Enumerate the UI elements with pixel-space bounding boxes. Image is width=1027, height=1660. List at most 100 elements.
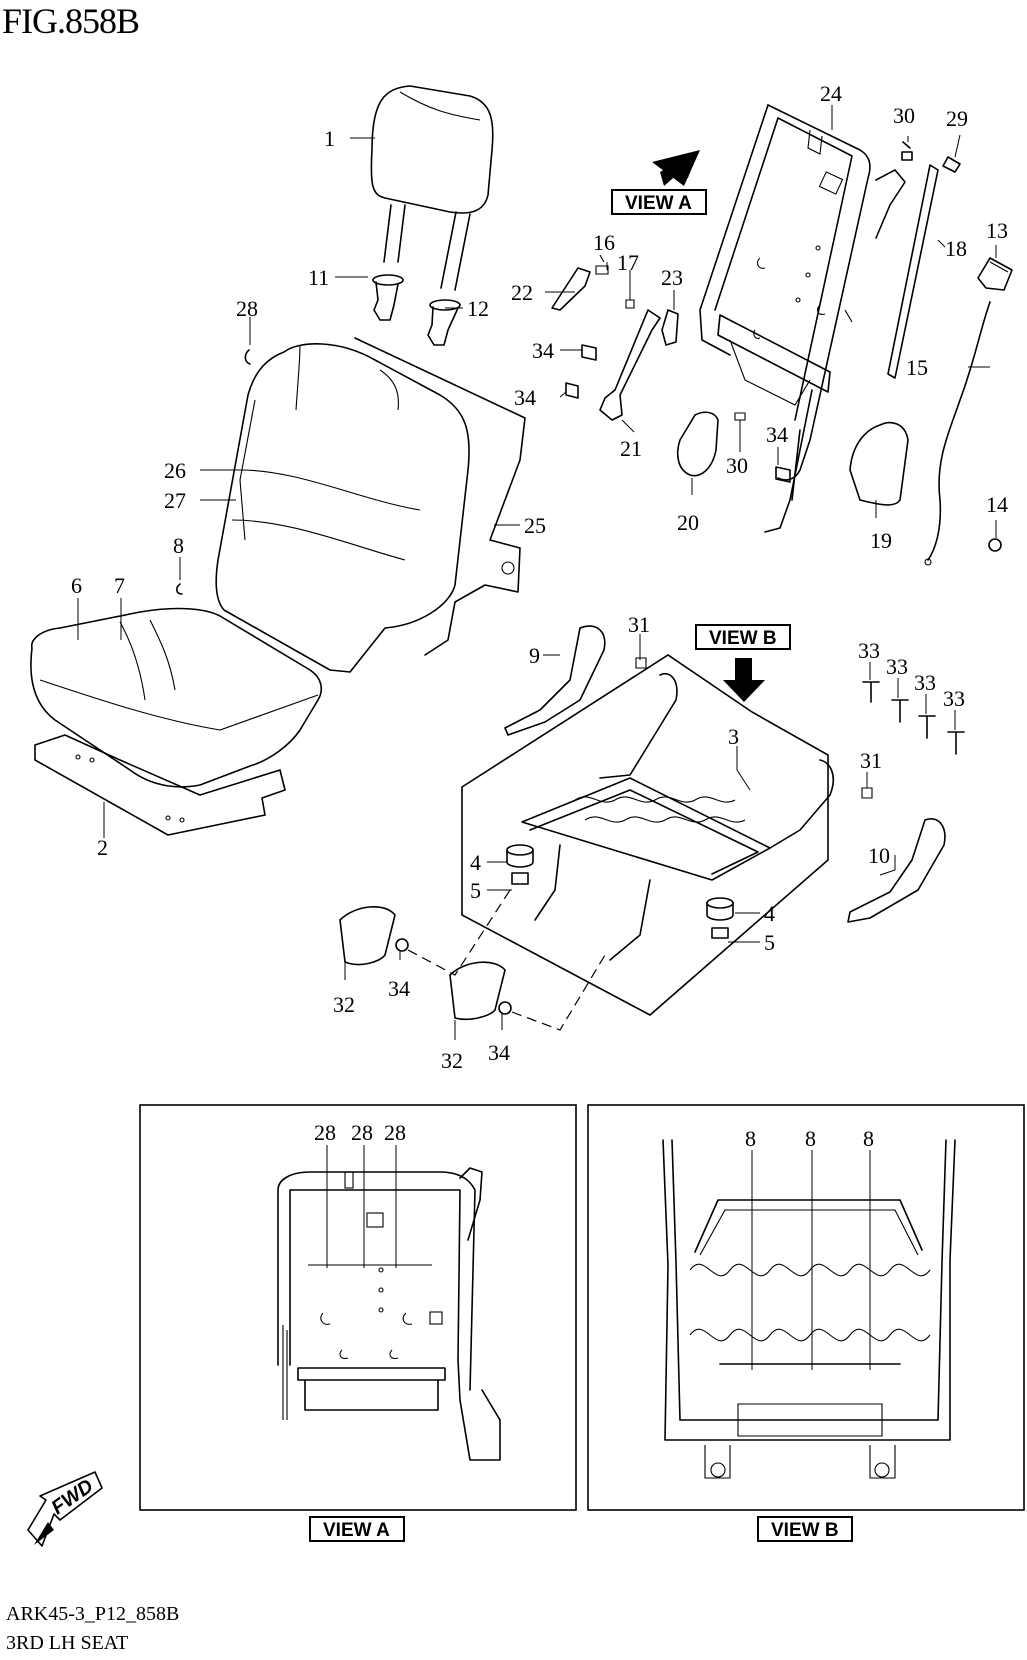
callout-4-b: 4 [764,901,775,926]
callout-3: 3 [728,724,739,749]
view-b-callout-8-a: 8 [745,1126,756,1151]
callout-33-c: 33 [914,670,936,695]
callout-34-c: 34 [532,338,554,363]
view-b-label-bottom: VIEW B [757,1516,853,1542]
view-a-label-bottom-text: VIEW A [323,1520,390,1541]
callout-8: 8 [173,533,184,558]
callout-32-a: 32 [333,992,355,1017]
callout-21: 21 [620,436,642,461]
callout-17: 17 [617,250,639,275]
screws-33 [862,681,965,755]
callout-9: 9 [529,643,540,668]
callout-14: 14 [986,492,1008,517]
callout-24: 24 [820,81,842,106]
leg-cover-32-a [339,905,396,966]
fwd-arrow-icon [27,1471,103,1547]
view-a-arrow-head-icon [652,150,700,186]
dashed-leader-b [511,954,606,1031]
callout-31-b: 31 [860,748,882,773]
bolts-top [901,141,961,173]
callout-11: 11 [308,265,329,290]
callout-leaders [77,105,997,1040]
callout-30-a: 30 [893,103,915,128]
callout-7: 7 [114,573,125,598]
view-b-label-top: VIEW B [695,624,791,650]
seatback-rear-panel [354,337,526,656]
view-b-callout-8-b: 8 [805,1126,816,1151]
view-a-label-top-text: VIEW A [625,193,692,214]
callout-20: 20 [677,510,699,535]
clip-8 [176,583,183,595]
headrest-guides [372,274,461,346]
callout-34-b: 34 [488,1040,510,1065]
seat-cushion [30,607,323,788]
diagram-code: ARK45-3_P12_858B [6,1603,180,1625]
release-cable [924,257,1013,566]
side-cover-10 [847,818,946,923]
callout-27: 27 [164,488,186,513]
view-b-callout-8-c: 8 [863,1126,874,1151]
bolt-34-a [395,938,409,952]
view-a-leaders [326,1145,397,1268]
seatback-frame [699,104,906,533]
callout-5-a: 5 [470,878,481,903]
view-b-arrow-icon [723,658,765,702]
callout-34-e: 34 [766,422,788,447]
view-a-callout-28-b: 28 [351,1120,373,1145]
callout-18: 18 [945,236,967,261]
view-a-callout-28-a: 28 [314,1120,336,1145]
callout-12: 12 [467,296,489,321]
cushion-fasteners [506,657,873,939]
callout-2: 2 [97,835,108,860]
view-b-label-top-text: VIEW B [709,628,777,649]
callout-29: 29 [946,106,968,131]
callout-30-b: 30 [726,453,748,478]
callout-numbers: 1 11 12 28 26 27 25 8 6 7 2 9 31 3 4 5 4… [71,81,1008,1151]
callout-25: 25 [524,513,546,538]
callout-10: 10 [868,843,890,868]
callout-31-a: 31 [628,612,650,637]
view-b-inset [587,1104,1025,1511]
callout-4-a: 4 [470,850,481,875]
view-b-leaders [751,1150,871,1370]
callout-19: 19 [870,528,892,553]
diagram-name: 3RD LH SEAT [6,1632,129,1654]
callout-23: 23 [661,265,683,290]
rod-18 [887,164,939,379]
view-a-callout-28-c: 28 [384,1120,406,1145]
callout-34-d: 34 [514,385,536,410]
callout-32-b: 32 [441,1048,463,1073]
view-a-label-top: VIEW A [611,189,707,215]
view-a-label-bottom: VIEW A [309,1516,405,1542]
headrest [370,85,494,291]
callout-16: 16 [593,230,615,255]
callout-6: 6 [71,573,82,598]
callout-22: 22 [511,280,533,305]
dashed-leader-a [407,889,511,976]
callout-28: 28 [236,296,258,321]
callout-1: 1 [324,126,335,151]
view-b-detail-box [461,654,829,1016]
callout-34-a: 34 [388,976,410,1001]
clip-28 [244,349,251,365]
view-a-inset [139,1104,577,1511]
figure-title: FIG.858B [2,1,140,41]
side-cover-19 [849,421,909,506]
callout-33-d: 33 [943,686,965,711]
view-a-frame-drawing [277,1167,501,1461]
seat-cushion-frame [521,673,835,961]
seat-pan [34,734,286,836]
side-cover-9 [504,625,606,736]
callout-33-a: 33 [858,638,880,663]
callout-33-b: 33 [886,654,908,679]
seatback [215,343,470,673]
callout-15: 15 [906,355,928,380]
leg-cover-32-b [449,961,506,1021]
callout-5-b: 5 [764,930,775,955]
view-b-frame-drawing [662,1139,956,1479]
callout-26: 26 [164,458,186,483]
bolt-34-b [498,1001,512,1015]
view-b-label-bottom-text: VIEW B [771,1520,839,1541]
callout-13: 13 [986,218,1008,243]
